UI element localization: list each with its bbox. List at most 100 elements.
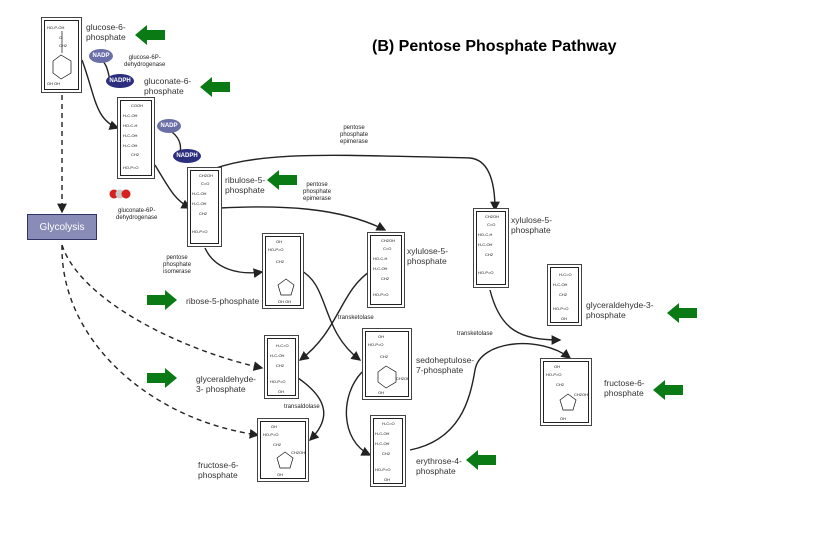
svg-text:CH2: CH2 xyxy=(276,363,285,368)
label-pentose-phosphate-epimerase-top: pentose phosphate epimerase xyxy=(340,125,369,145)
svg-text:OH: OH xyxy=(554,364,560,369)
label-glyceraldehyde-3-phosphate-right: glyceraldehyde-3- phosphate xyxy=(586,300,654,320)
green-arrow-icon xyxy=(135,25,165,45)
dashed-glycolysis-fructose xyxy=(61,244,260,439)
nadp-badge-1: NADP xyxy=(89,49,113,63)
green-arrow-icon xyxy=(267,170,297,190)
svg-text:OH: OH xyxy=(271,424,277,429)
label-pentose-phosphate-isomerase: pentose phosphate isomerase xyxy=(163,255,192,275)
co2-icon xyxy=(109,189,131,199)
green-arrow-icon xyxy=(147,368,177,388)
svg-text:CH2OH: CH2OH xyxy=(381,238,395,243)
glycolysis-box: Glycolysis xyxy=(27,214,97,240)
arrow-g6p-to-gluconate xyxy=(81,59,120,130)
svg-text:CH2OH: CH2OH xyxy=(574,392,588,397)
label-xylulose-5-phosphate-right: xylulose-5- phosphate xyxy=(511,215,553,235)
structure-icon: OH HO-P=O CH2 OH OH xyxy=(268,239,295,304)
svg-text:H-C-OH: H-C-OH xyxy=(123,113,138,118)
label-gluconate-6p-dehydrogenase: gluconate-6P- dehydrogenase xyxy=(116,208,158,221)
svg-text:H-C-OH: H-C-OH xyxy=(478,242,493,247)
curve-xylulose-to-g3p xyxy=(298,269,373,361)
svg-text:H-C-OH: H-C-OH xyxy=(373,266,388,271)
label-transaldolase: transaldolase xyxy=(284,404,320,410)
nadph-badge-2: NADPH xyxy=(173,149,201,163)
green-arrow-icon xyxy=(667,303,697,323)
label-glucose-6-phosphate: glucose-6- phosphate xyxy=(86,22,126,42)
label-erythrose-4-phosphate: erythrose-4- phosphate xyxy=(416,456,462,476)
arrow-gluconate-to-ribulose xyxy=(154,164,192,209)
nadph-badge-1: NADPH xyxy=(106,74,134,88)
svg-text:CH2: CH2 xyxy=(276,259,285,264)
svg-text:OH: OH xyxy=(378,390,384,395)
dashed-glycolysis-g3p xyxy=(61,244,264,371)
svg-text:CH2: CH2 xyxy=(59,43,68,48)
molecule-ribose-5-phosphate: OH HO-P=O CH2 OH OH xyxy=(262,233,304,309)
arrow-ribulose-to-ribose xyxy=(204,247,264,278)
svg-text:HO-C-H: HO-C-H xyxy=(373,256,388,261)
nadp-badge-2: NADP xyxy=(157,119,181,133)
svg-text:OH: OH xyxy=(378,334,384,339)
svg-text:CH2: CH2 xyxy=(485,252,494,257)
curve-xylulose-to-g3p-right xyxy=(489,289,562,345)
arrow-ribulose-to-xylulose-mid xyxy=(219,206,387,231)
svg-text:CH2: CH2 xyxy=(199,211,208,216)
svg-text:H-C=O: H-C=O xyxy=(382,421,395,426)
svg-text:CH2: CH2 xyxy=(381,276,390,281)
label-sedoheptulose-7-phosphate: sedoheptulose- 7-phosphate xyxy=(416,355,475,375)
label-fructose-6-phosphate-left: fructose-6- phosphate xyxy=(198,460,239,480)
svg-text:CH2: CH2 xyxy=(380,354,389,359)
svg-text:OH: OH xyxy=(560,416,566,421)
green-arrow-icon xyxy=(200,77,230,97)
label-ribulose-5-phosphate: ribulose-5- phosphate xyxy=(225,175,266,195)
svg-text:HO-P=O: HO-P=O xyxy=(546,372,561,377)
svg-text:OH OH: OH OH xyxy=(47,81,60,86)
svg-text:HO-P=O: HO-P=O xyxy=(123,165,138,170)
svg-text:HO-P=O: HO-P=O xyxy=(375,467,390,472)
label-transketolase-right: transketolase xyxy=(457,331,493,337)
svg-text:H-C-OH: H-C-OH xyxy=(123,133,138,138)
svg-text:H-C-OH: H-C-OH xyxy=(375,441,390,446)
svg-text:HO-P=O: HO-P=O xyxy=(478,270,493,275)
green-arrow-icon xyxy=(653,380,683,400)
svg-text:CH2: CH2 xyxy=(131,152,140,157)
svg-text:OH: OH xyxy=(278,389,284,394)
svg-text:HO-P-OH: HO-P-OH xyxy=(47,25,64,30)
svg-text:HO-P=O: HO-P=O xyxy=(268,247,283,252)
label-ribose-5-phosphate: ribose-5-phosphate xyxy=(186,296,260,306)
curve-g3p-to-fructose xyxy=(297,377,325,441)
green-arrow-icon xyxy=(147,290,177,310)
svg-text:HO-C-H: HO-C-H xyxy=(478,232,493,237)
svg-text:HO-P=O: HO-P=O xyxy=(368,342,383,347)
svg-text:H-C=O: H-C=O xyxy=(276,343,289,348)
svg-text:HO-P=O: HO-P=O xyxy=(192,229,207,234)
svg-text:OH: OH xyxy=(277,472,283,477)
svg-text:OH: OH xyxy=(276,239,282,244)
svg-text:H-C-OH: H-C-OH xyxy=(553,282,568,287)
svg-text:OH OH: OH OH xyxy=(278,299,291,304)
curve-sedo-to-erythrose xyxy=(345,371,372,456)
svg-text:HO-P=O: HO-P=O xyxy=(553,306,568,311)
label-xylulose-5-phosphate-mid: xylulose-5- phosphate xyxy=(407,246,449,266)
svg-text:C=O: C=O xyxy=(383,246,391,251)
label-glyceraldehyde-3-phosphate-left: glyceraldehyde- 3- phosphate xyxy=(196,374,257,394)
label-transketolase-left: transketolase xyxy=(338,315,374,321)
label-pentose-phosphate-epimerase-mid: pentose phosphate epimerase xyxy=(303,182,332,202)
svg-text:CH2OH: CH2OH xyxy=(396,376,409,381)
